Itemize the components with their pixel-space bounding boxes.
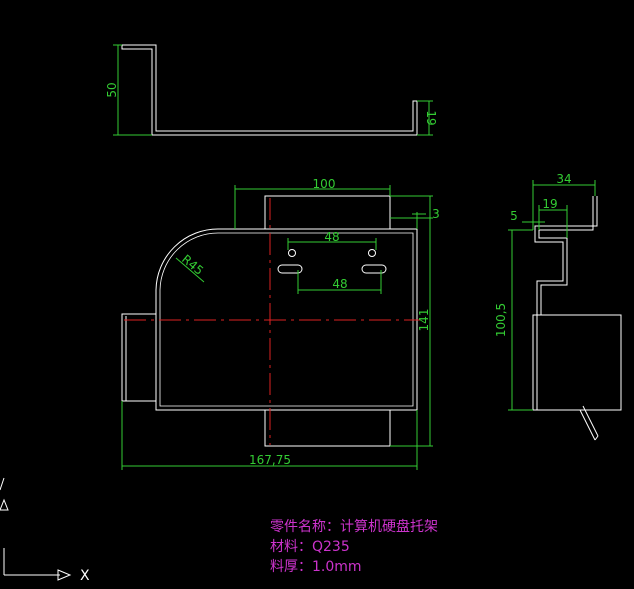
note-material: 材料：Q235 (270, 539, 350, 555)
dim-hole-spacing-top: 48 (324, 230, 339, 244)
slot-left (277, 264, 303, 274)
front-centerlines (124, 198, 420, 445)
y-arrow-icon (0, 498, 9, 511)
dim-right-offset-19: 19 (542, 197, 557, 211)
dim-right-height: 100,5 (494, 303, 508, 337)
top-profile-dimensions (113, 44, 433, 136)
main-plate-outline (155, 228, 418, 411)
dim-radius: R45 (179, 252, 206, 278)
right-box (532, 314, 622, 411)
left-tab (121, 313, 157, 402)
hole-right (368, 249, 376, 257)
lower-tab (264, 409, 391, 447)
dim-width-100: 100 (313, 177, 336, 191)
dim-right-offset-5: 5 (510, 209, 518, 223)
front-view (121, 195, 418, 447)
front-dimensions (121, 185, 433, 470)
ucs-x-label: X (80, 568, 90, 584)
note-part-name: 零件名称：计算机硬盘托架 (270, 518, 438, 535)
top-profile-view (121, 44, 418, 136)
right-dimensions (508, 180, 596, 411)
x-arrow-icon (57, 569, 72, 581)
hole-left (288, 249, 296, 257)
dim-height-141: 141 (417, 309, 431, 332)
dim-right-width-34: 34 (556, 172, 571, 186)
note-thickness: 料厚：1.0mm (270, 559, 362, 575)
top-profile-outline (121, 44, 418, 136)
slot-right (361, 264, 387, 274)
dim-hole-spacing-bottom: 48 (332, 277, 347, 291)
ucs-icon (0, 477, 72, 581)
dim-side-height: 50 (105, 82, 119, 97)
dim-offset-3: 3 (432, 207, 440, 221)
upper-tab (264, 195, 391, 230)
dim-overall-width: 167,75 (249, 453, 291, 467)
right-profile-outline (532, 196, 596, 441)
right-side-view (532, 196, 622, 441)
dim-lip-height: 19 (424, 110, 438, 125)
